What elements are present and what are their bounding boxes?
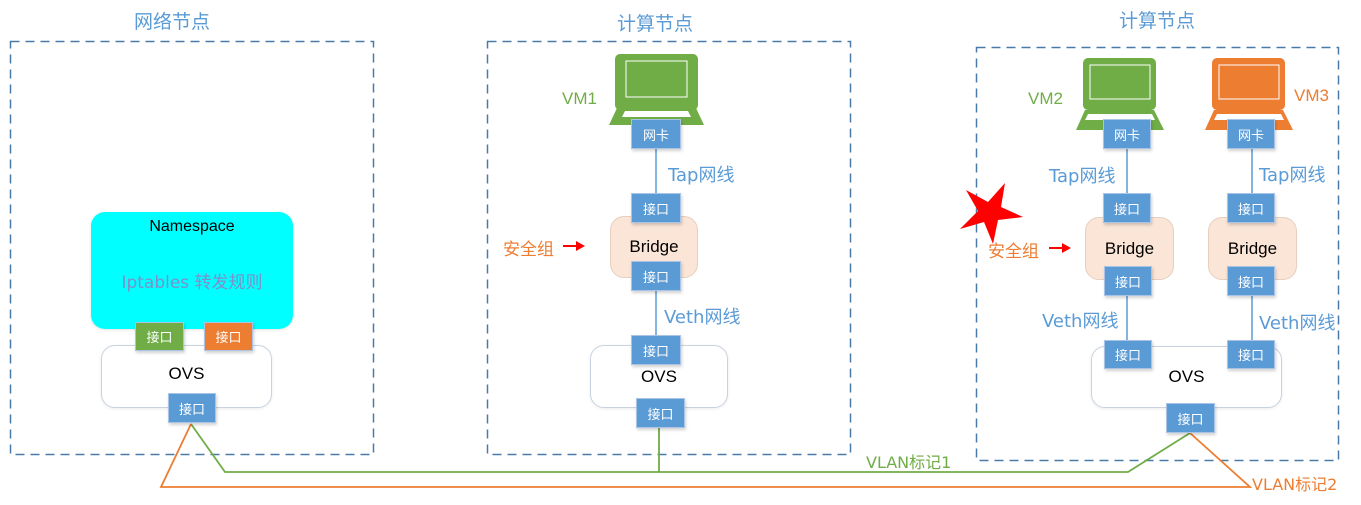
highlight-star-icon: [960, 183, 1023, 244]
bridge-label: Bridge: [1104, 238, 1155, 258]
vm2-bridge-bottom-port[interactable]: 接口: [1104, 266, 1152, 296]
compute-node-2-title: 计算节点: [1118, 10, 1195, 32]
vm1-bridge-top-port[interactable]: 接口: [631, 193, 681, 223]
vm2-veth-label: Veth网线: [1042, 311, 1119, 332]
bridge-label: Bridge: [629, 237, 679, 256]
security-group-arrow-1: [563, 241, 585, 251]
vm2-bridge-top-port[interactable]: 接口: [1103, 193, 1151, 223]
compute-node-2-box: [975, 46, 1340, 462]
vm2-nic[interactable]: 网卡: [1103, 119, 1151, 149]
vm1-laptop-icon: [609, 54, 704, 125]
vm1-nic[interactable]: 网卡: [631, 119, 681, 149]
vm2-tap-label: Tap网线: [1049, 166, 1116, 187]
vlan1-label: VLAN标记1: [866, 453, 952, 472]
compute2-ovs-left-port[interactable]: 接口: [1104, 340, 1152, 369]
network-ovs-port[interactable]: 接口: [168, 393, 216, 423]
bridge-label: Bridge: [1227, 238, 1278, 258]
vm3-bridge-bottom-port[interactable]: 接口: [1227, 266, 1275, 296]
vm1-bridge-bottom-port[interactable]: 接口: [631, 261, 681, 291]
vm3-tap-label: Tap网线: [1259, 165, 1326, 186]
iptables-label: Iptables 转发规则: [121, 273, 263, 293]
vm3-veth-label: Veth网线: [1259, 313, 1336, 334]
compute2-ovs-right-port[interactable]: 接口: [1227, 340, 1275, 369]
network-node-title: 网络节点: [133, 11, 210, 33]
vm3-nic[interactable]: 网卡: [1227, 119, 1275, 149]
ovs-label: OVS: [1168, 367, 1205, 386]
vm3-label: VM3: [1294, 86, 1329, 105]
vm3-bridge-top-port[interactable]: 接口: [1227, 193, 1275, 223]
vlan2-link: [159, 423, 1253, 488]
namespace-port-right[interactable]: 接口: [204, 322, 253, 351]
ovs-label: OVS: [168, 363, 205, 383]
vlan1-link: [190, 423, 1191, 473]
namespace-label: Namespace: [149, 218, 235, 235]
network-node-box: [9, 40, 375, 456]
security-group-label-1: 安全组: [503, 240, 554, 260]
compute1-ovs[interactable]: OVS: [590, 345, 728, 408]
ovs-label: OVS: [641, 366, 677, 386]
compute1-ovs-top-port[interactable]: 接口: [631, 335, 681, 365]
security-group-arrow-2: [1049, 243, 1071, 253]
vlan2-label: VLAN标记2: [1252, 475, 1338, 494]
namespace-box[interactable]: [91, 212, 293, 329]
vm1-tap-label: Tap网线: [668, 165, 735, 186]
vm2-label: VM2: [1028, 89, 1063, 108]
vm1-veth-label: Veth网线: [664, 307, 741, 328]
namespace-port-left[interactable]: 接口: [135, 322, 184, 351]
security-group-label-2: 安全组: [988, 242, 1039, 262]
compute-node-1-box: [486, 40, 852, 456]
vm1-label: VM1: [562, 89, 597, 108]
vm3-bridge[interactable]: Bridge: [1208, 217, 1297, 280]
compute1-ovs-bottom-port[interactable]: 接口: [636, 398, 685, 428]
compute-node-1-title: 计算节点: [616, 13, 693, 35]
compute2-ovs-bottom-port[interactable]: 接口: [1166, 403, 1215, 433]
